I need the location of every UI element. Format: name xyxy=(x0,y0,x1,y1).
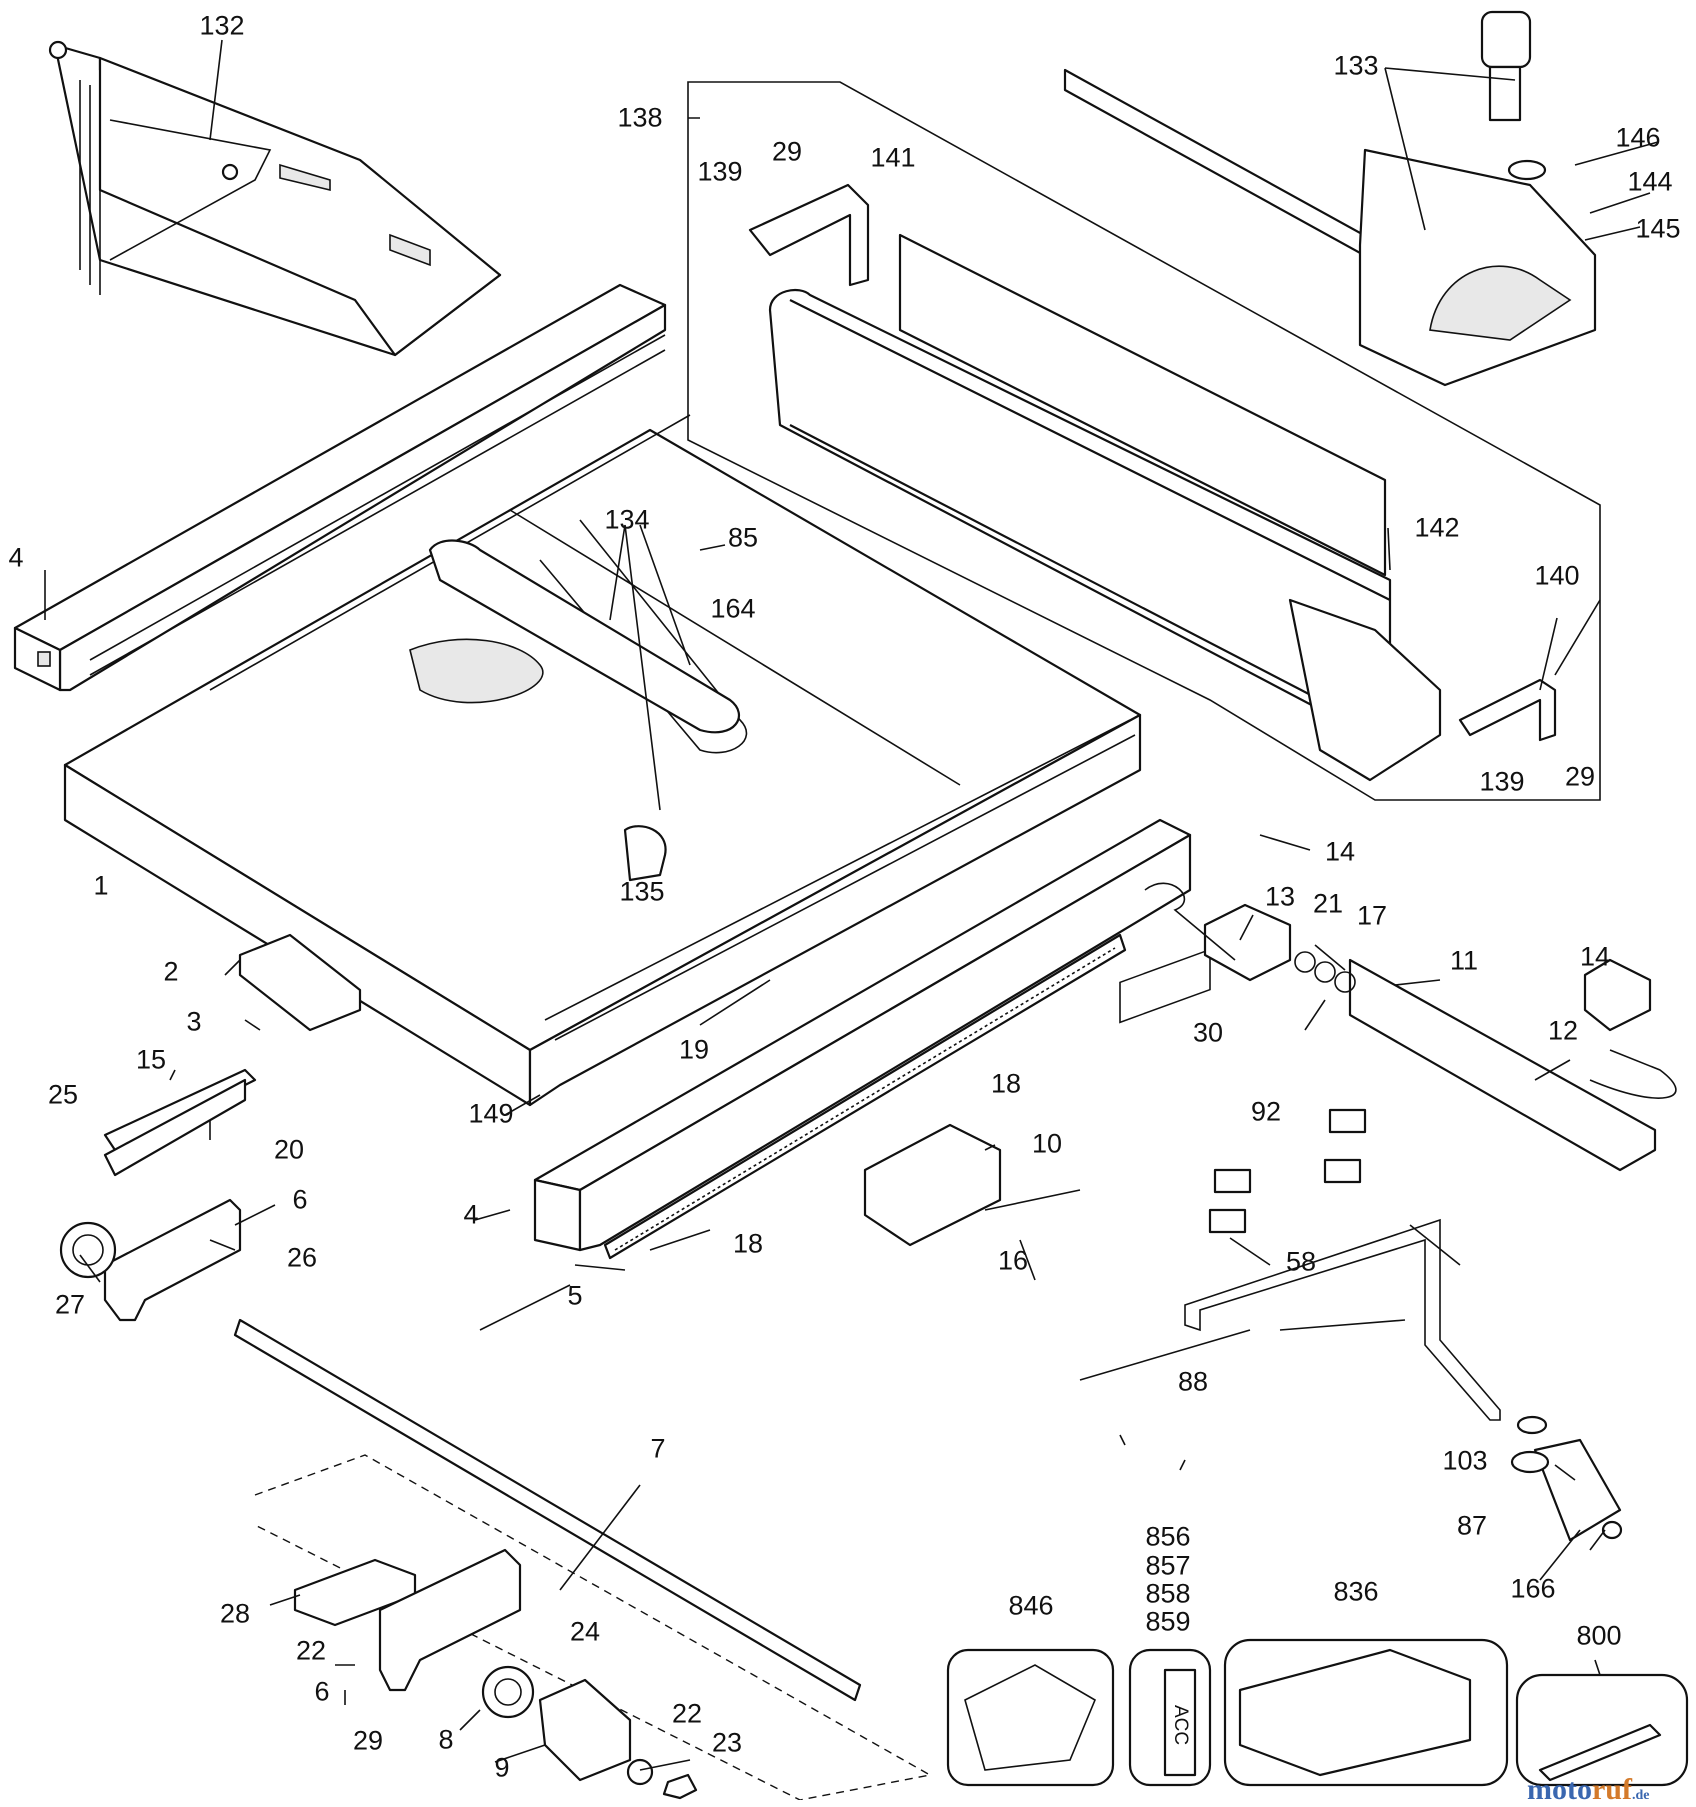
callout-149: 149 xyxy=(468,1098,514,1129)
callout-139-lower: 139 xyxy=(1479,766,1525,797)
callout-166: 166 xyxy=(1510,1573,1556,1604)
callout-25: 25 xyxy=(47,1079,79,1110)
callout-13: 13 xyxy=(1264,881,1296,912)
callout-1: 1 xyxy=(93,870,109,901)
callout-132: 132 xyxy=(199,10,245,41)
misc-parts xyxy=(863,882,1677,1421)
callout-21: 21 xyxy=(1312,888,1344,919)
callout-859: 859 xyxy=(1145,1606,1191,1637)
callout-140: 140 xyxy=(1534,560,1580,591)
callout-6-upper: 6 xyxy=(292,1184,308,1215)
callout-29-bottom: 29 xyxy=(352,1725,384,1756)
callout-139-upper: 139 xyxy=(697,156,743,187)
front-rail-lower xyxy=(533,818,1192,1260)
callout-28: 28 xyxy=(219,1598,251,1629)
callout-58: 58 xyxy=(1285,1246,1317,1277)
callout-145: 145 xyxy=(1635,213,1681,244)
callout-88: 88 xyxy=(1177,1366,1209,1397)
callout-23: 23 xyxy=(711,1727,743,1758)
callout-20: 20 xyxy=(273,1134,305,1165)
callout-5: 5 xyxy=(567,1280,583,1311)
callout-85: 85 xyxy=(727,522,759,553)
callout-14-upper: 14 xyxy=(1324,836,1356,867)
callout-3: 3 xyxy=(186,1006,202,1037)
fence-assembly-outline xyxy=(687,81,1601,801)
callout-846: 846 xyxy=(1008,1590,1054,1621)
callout-22-left: 22 xyxy=(295,1635,327,1666)
elevation-shaft xyxy=(233,1318,862,1702)
callout-856: 856 xyxy=(1145,1521,1191,1552)
callout-4-lower: 4 xyxy=(463,1199,479,1230)
table-top xyxy=(63,414,1142,1107)
callout-858: 858 xyxy=(1145,1578,1191,1609)
callout-18-lower: 18 xyxy=(732,1228,764,1259)
callout-2: 2 xyxy=(163,956,179,987)
callout-27: 27 xyxy=(54,1289,86,1320)
callout-11: 11 xyxy=(1449,945,1479,976)
callout-16: 16 xyxy=(997,1245,1029,1276)
callout-17: 17 xyxy=(1356,900,1388,931)
elevation-assembly xyxy=(254,1454,932,1800)
leader-lines xyxy=(44,39,1659,1771)
callout-103: 103 xyxy=(1442,1445,1488,1476)
rip-fence xyxy=(768,233,1442,782)
callout-164: 164 xyxy=(710,593,756,624)
callout-87: 87 xyxy=(1456,1510,1488,1541)
callout-29-lower: 29 xyxy=(1564,761,1596,792)
miter-gauge xyxy=(1063,10,1597,387)
callout-133: 133 xyxy=(1333,50,1379,81)
throat-plate xyxy=(428,539,741,882)
callout-800: 800 xyxy=(1576,1620,1622,1651)
blade-guard xyxy=(48,40,502,357)
callout-141: 141 xyxy=(870,142,916,173)
callout-4-upper: 4 xyxy=(8,542,24,573)
callout-26: 26 xyxy=(286,1242,318,1273)
callout-6-lower: 6 xyxy=(314,1676,330,1707)
front-rail-upper xyxy=(13,283,667,692)
callout-144: 144 xyxy=(1627,166,1673,197)
callout-12: 12 xyxy=(1547,1015,1579,1046)
trunnion-parts-left xyxy=(59,933,362,1322)
callout-22-right: 22 xyxy=(671,1698,703,1729)
callout-92: 92 xyxy=(1250,1096,1282,1127)
callout-15: 15 xyxy=(135,1044,167,1075)
callout-9: 9 xyxy=(494,1752,510,1783)
callout-30: 30 xyxy=(1192,1017,1224,1048)
callout-135: 135 xyxy=(619,876,665,907)
callout-138: 138 xyxy=(617,102,663,133)
accessories xyxy=(946,1638,1689,1787)
callout-10: 10 xyxy=(1031,1128,1063,1159)
callout-24: 24 xyxy=(569,1616,601,1647)
accessory-label-text: ACC xyxy=(1170,1704,1191,1746)
watermark-logo: motoruf.de xyxy=(1527,1773,1650,1806)
callout-7: 7 xyxy=(650,1433,666,1464)
callout-8: 8 xyxy=(438,1724,454,1755)
callout-857: 857 xyxy=(1145,1550,1191,1581)
callout-19: 19 xyxy=(678,1034,710,1065)
handwheel-knob xyxy=(1510,1415,1623,1542)
callout-18-upper: 18 xyxy=(990,1068,1022,1099)
callout-836: 836 xyxy=(1333,1576,1379,1607)
callout-134: 134 xyxy=(604,504,650,535)
callout-14-lower: 14 xyxy=(1579,941,1611,972)
callout-142: 142 xyxy=(1414,512,1460,543)
callout-29-upper: 29 xyxy=(771,136,803,167)
fence-brackets xyxy=(748,183,1557,742)
callout-146: 146 xyxy=(1615,122,1661,153)
